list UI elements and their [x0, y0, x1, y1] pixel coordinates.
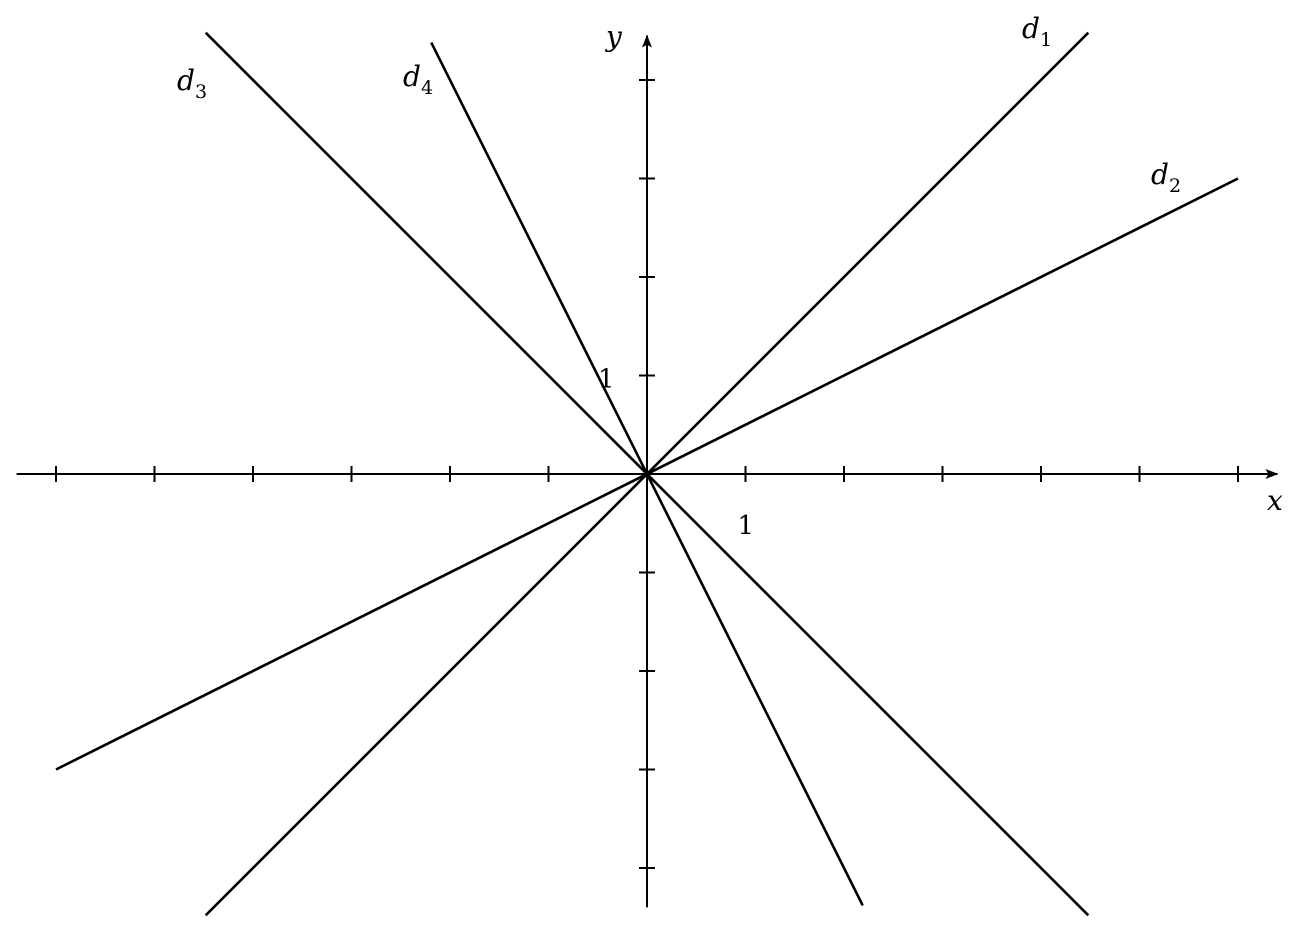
y-axis-label: y	[604, 20, 623, 53]
x-tick-label: 1	[738, 511, 755, 541]
series-label-d1: d1	[1022, 12, 1052, 51]
series-label-d4: d4	[403, 60, 433, 99]
series-line-d4	[430, 41, 864, 907]
series-label-d3: d3	[177, 64, 207, 103]
x-axis-label: x	[1267, 484, 1283, 517]
series-label-d2: d2	[1151, 158, 1181, 197]
y-tick-label: 1	[598, 365, 615, 395]
